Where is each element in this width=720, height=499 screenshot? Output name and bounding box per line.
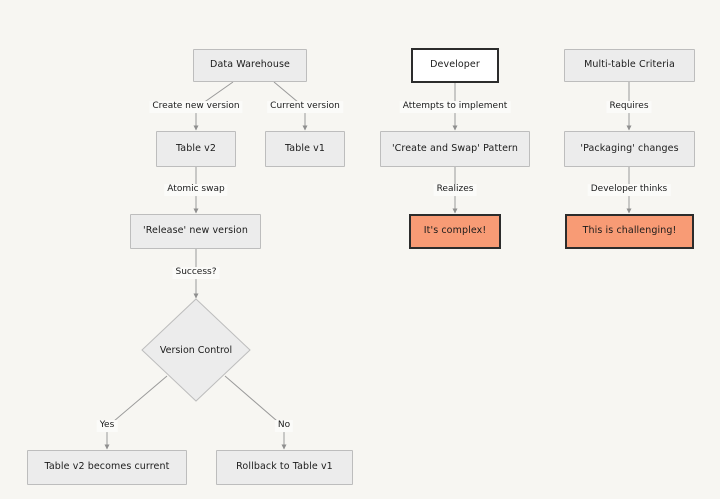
node-multi-table-criteria[interactable]: Multi-table Criteria: [564, 49, 695, 82]
node-this-is-challenging[interactable]: This is challenging!: [565, 214, 694, 249]
edge-label-yes: Yes: [96, 420, 118, 432]
node-developer[interactable]: Developer: [411, 48, 499, 83]
edge-label-attempts-to-implement: Attempts to implement: [399, 101, 511, 113]
node-data-warehouse[interactable]: Data Warehouse: [193, 49, 307, 82]
edge-label-create-new-version: Create new version: [149, 101, 243, 113]
edge-label-success: Success?: [172, 267, 220, 279]
node-label: It's complex!: [423, 225, 487, 237]
edge-label-current-version: Current version: [267, 101, 343, 113]
node-create-and-swap-pattern[interactable]: 'Create and Swap' Pattern: [380, 131, 530, 167]
edge-label-atomic-swap: Atomic swap: [164, 184, 228, 196]
node-label: Table v2 becomes current: [44, 461, 170, 473]
node-version-control[interactable]: Version Control: [141, 298, 251, 402]
node-label: Data Warehouse: [210, 59, 290, 71]
node-label: 'Create and Swap' Pattern: [391, 142, 519, 154]
edge-label-realizes: Realizes: [433, 184, 477, 196]
node-its-complex[interactable]: It's complex!: [409, 214, 501, 249]
node-packaging-changes[interactable]: 'Packaging' changes: [564, 131, 695, 167]
node-rollback-to-table-v1[interactable]: Rollback to Table v1: [216, 450, 353, 485]
diamond-shape: [141, 298, 251, 402]
edge-label-developer-thinks: Developer thinks: [587, 184, 671, 196]
node-label: 'Release' new version: [143, 225, 248, 237]
edge-label-no: No: [274, 420, 294, 432]
node-label: Table v1: [284, 142, 326, 154]
node-label: Multi-table Criteria: [584, 59, 675, 71]
node-release-new-version[interactable]: 'Release' new version: [130, 214, 261, 249]
edge-label-requires: Requires: [606, 101, 652, 113]
node-label: Rollback to Table v1: [236, 461, 333, 473]
node-label: 'Packaging' changes: [580, 142, 679, 154]
node-label: Developer: [430, 59, 480, 71]
node-table-v1[interactable]: Table v1: [265, 131, 345, 167]
node-label: Version Control: [159, 344, 233, 356]
node-label: This is challenging!: [582, 225, 677, 237]
node-table-v2[interactable]: Table v2: [156, 131, 236, 167]
node-label: Table v2: [175, 142, 217, 154]
node-table-v2-becomes-current[interactable]: Table v2 becomes current: [27, 450, 187, 485]
